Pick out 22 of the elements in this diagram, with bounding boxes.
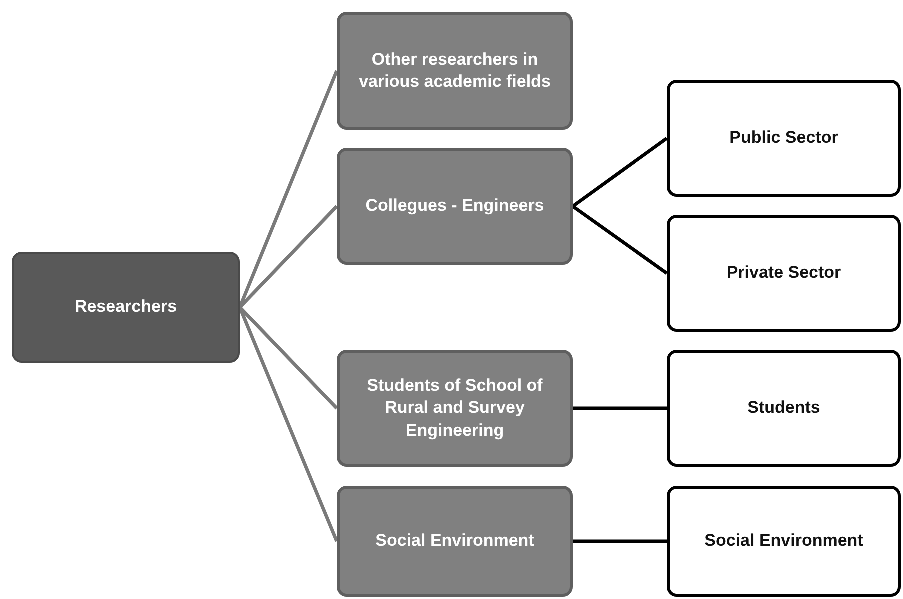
box (667, 215, 901, 332)
box (667, 350, 901, 467)
box (337, 486, 573, 597)
box-label: Researchers (74, 296, 178, 318)
connector-line (572, 137, 668, 208)
connector-line (573, 540, 667, 544)
box (667, 486, 901, 597)
box (337, 350, 573, 467)
box (337, 12, 573, 130)
box-label: Social Environment (704, 530, 864, 552)
box (337, 148, 573, 265)
box-label: Social Environment (376, 530, 534, 552)
connector-line (573, 406, 667, 410)
connector-line (572, 205, 668, 275)
box-label: Students of School of Rural and Survey Engineering (366, 375, 544, 442)
box-label: Students (748, 397, 820, 420)
box (12, 252, 240, 363)
box-label: Other researchers in various academic fields (358, 48, 552, 93)
box-label: Private Sector (726, 262, 842, 284)
box-label: Public Sector (730, 127, 838, 150)
box (667, 80, 901, 197)
box-label: Collegues - Engineers (366, 195, 544, 218)
